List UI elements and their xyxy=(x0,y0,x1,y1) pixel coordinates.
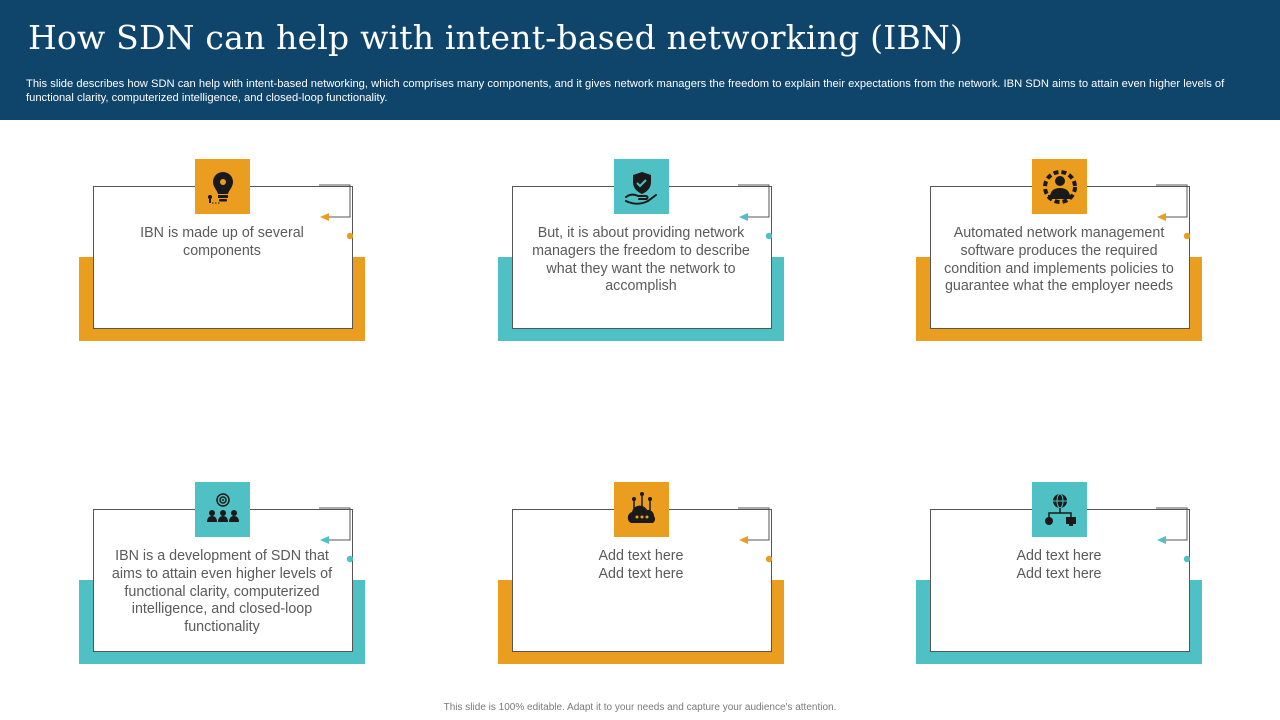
globe-network-icon xyxy=(1032,482,1087,537)
card-1: IBN is made up of several components xyxy=(79,159,369,344)
card-text: Add text here Add text here xyxy=(598,548,684,582)
card-text: Automated network management software pr… xyxy=(944,225,1174,295)
person-gear-icon xyxy=(1032,159,1087,214)
connector-arrow xyxy=(1156,507,1190,563)
footer-note: This slide is 100% editable. Adapt it to… xyxy=(443,702,837,713)
connector-arrow xyxy=(738,507,772,563)
card-text: Add text here Add text here xyxy=(1016,548,1102,582)
card-4: IBN is a development of SDN that aims to… xyxy=(79,482,369,667)
connector-arrow xyxy=(1156,184,1190,240)
card-text: IBN is made up of several components xyxy=(140,225,304,259)
connector-arrow xyxy=(738,184,772,240)
header-banner: How SDN can help with intent-based netwo… xyxy=(0,0,1280,120)
card-6: Add text here Add text here xyxy=(916,482,1206,667)
lightbulb-location-icon xyxy=(195,159,250,214)
card-text: IBN is a development of SDN that aims to… xyxy=(111,548,333,636)
page-subtitle: This slide describes how SDN can help wi… xyxy=(26,78,1225,104)
card-text: But, it is about providing network manag… xyxy=(532,225,750,295)
connector-arrow xyxy=(319,507,353,563)
target-team-icon xyxy=(195,482,250,537)
card-3: Automated network management software pr… xyxy=(916,159,1206,344)
cloud-network-icon xyxy=(614,482,669,537)
shield-hand-icon xyxy=(614,159,669,214)
connector-arrow xyxy=(319,184,353,240)
card-2: But, it is about providing network manag… xyxy=(498,159,788,344)
page-title: How SDN can help with intent-based netwo… xyxy=(28,18,964,57)
card-5: Add text here Add text here xyxy=(498,482,788,667)
